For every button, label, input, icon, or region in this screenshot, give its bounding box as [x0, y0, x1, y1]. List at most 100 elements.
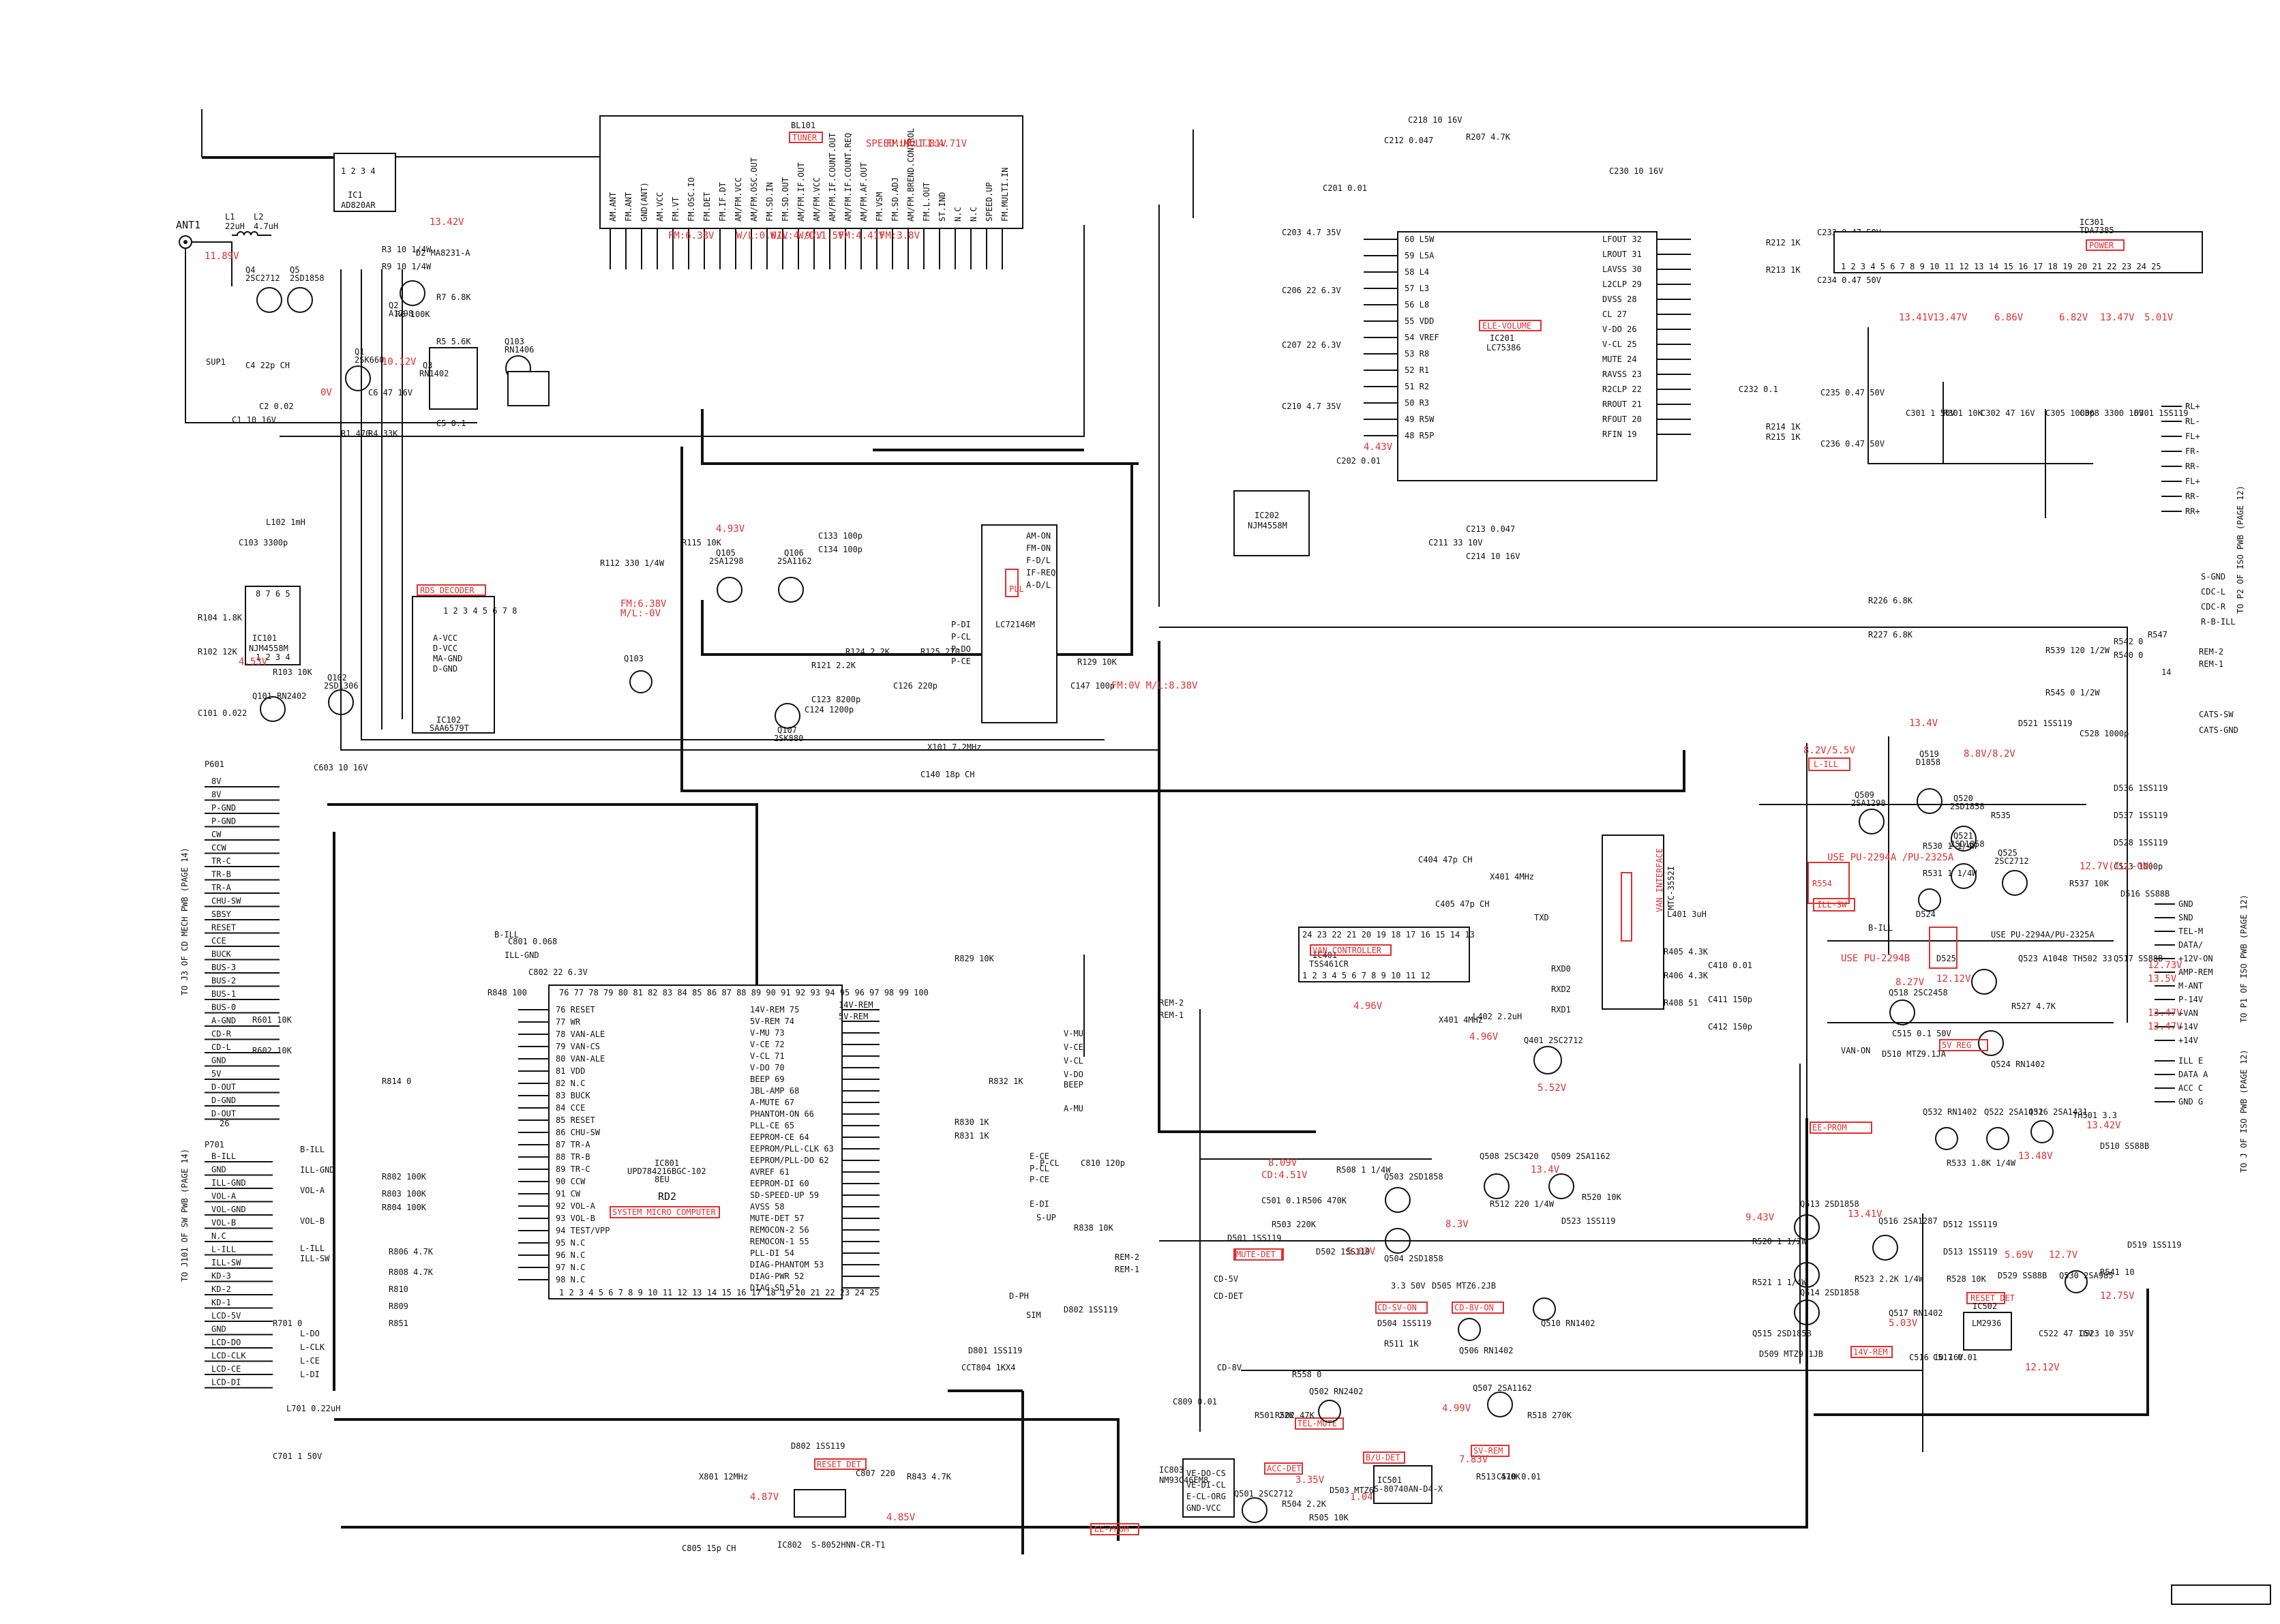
svg-text:5.52V: 5.52V: [1537, 1083, 1567, 1094]
ele-volume-pin: 59 L5A: [1405, 251, 1435, 260]
svg-text:L-DI: L-DI: [300, 1370, 320, 1379]
tuner-pin-label: FM.ANT: [624, 192, 633, 222]
p601-pin: BUS-1: [211, 989, 236, 999]
svg-text:C214 10 16V: C214 10 16V: [1466, 552, 1520, 561]
ele-volume-box: [1397, 231, 1657, 481]
micro-left-pin: 79 VAN-CS: [556, 1042, 600, 1051]
micro-right-pin: REMOCON-2 56: [750, 1225, 809, 1235]
ele-volume-pin: 53 R8: [1405, 349, 1429, 359]
svg-text:Q520: Q520: [1953, 794, 1973, 803]
p601-pin: CD-R: [211, 1029, 232, 1039]
svg-text:C123 8200p: C123 8200p: [811, 695, 860, 704]
svg-text:2SD1858: 2SD1858: [1950, 802, 1985, 811]
svg-text:C405 47p CH: C405 47p CH: [1435, 899, 1489, 909]
tuner-pin-label: FM.MULTI.IN: [1000, 168, 1010, 222]
svg-text:ILL-GND: ILL-GND: [300, 1165, 335, 1175]
p701-pin: VOL-GND: [211, 1205, 246, 1214]
svg-text:C805 15p CH: C805 15p CH: [682, 1544, 736, 1553]
conn-top-pin: FL+: [2185, 432, 2200, 441]
svg-text:R503 220K: R503 220K: [1272, 1220, 1317, 1229]
svg-text:D-PH: D-PH: [1009, 1291, 1029, 1301]
micro-right-pin: EEPROM/PLL-CLK 63: [750, 1144, 834, 1154]
pll-box: [981, 524, 1058, 723]
svg-text:R809: R809: [389, 1302, 408, 1311]
svg-text:R520 10K: R520 10K: [1582, 1192, 1622, 1202]
svg-text:CATS-GND: CATS-GND: [2199, 725, 2238, 735]
svg-text:R810: R810: [389, 1284, 408, 1294]
svg-text:D802 1SS119: D802 1SS119: [1064, 1305, 1118, 1314]
svg-text:D525: D525: [1936, 954, 1956, 963]
svg-text:C516 10 16V: C516 10 16V: [1909, 1353, 1963, 1362]
conn-bot-pin: ILL E: [2178, 1056, 2203, 1066]
ele-volume-pin: 56 L8: [1405, 300, 1429, 310]
svg-text:LC72146M: LC72146M: [995, 620, 1035, 629]
svg-text:R214 1K: R214 1K: [1766, 422, 1801, 432]
svg-text:R408 51: R408 51: [1664, 998, 1698, 1008]
power-ic-section: IC301 TDA7385 POWER 1 2 3 4 5 6 7 8 9 10…: [1833, 217, 2245, 640]
svg-text:C207 22 6.3V: C207 22 6.3V: [1282, 340, 1341, 350]
svg-text:Q5: Q5: [290, 265, 299, 275]
svg-text:R531 1 1/4W: R531 1 1/4W: [1923, 869, 1977, 878]
svg-text:24 23 22 21 20 19 18 17 16 15: 24 23 22 21 20 19 18 17 16 15 14 13: [1302, 930, 1475, 939]
svg-text:R406 4.3K: R406 4.3K: [1664, 971, 1709, 980]
svg-text:R518 270K: R518 270K: [1527, 1411, 1572, 1420]
svg-text:14: 14: [2161, 667, 2171, 677]
svg-text:POWER: POWER: [2089, 241, 2114, 250]
svg-text:D519 1SS119: D519 1SS119: [2127, 1240, 2181, 1250]
p601-pin: CHU-SW: [211, 897, 241, 906]
micro-right-pin: V-MU 73: [750, 1028, 785, 1038]
svg-text:Q518 2SC2458: Q518 2SC2458: [1889, 988, 1948, 997]
svg-text:D529 SS88B: D529 SS88B: [1998, 1271, 2047, 1280]
svg-text:13.42V: 13.42V: [2086, 1120, 2121, 1131]
svg-text:2SA1298: 2SA1298: [1851, 798, 1886, 808]
tuner-pin-label: AM/FM.IF.COUNT.OUT: [828, 133, 837, 222]
svg-text:1 2 3 4 5 6 7 8 9 10 11 12 13: 1 2 3 4 5 6 7 8 9 10 11 12 13 14 15 16 1…: [1841, 262, 2161, 271]
svg-text:A-MU: A-MU: [1064, 1104, 1083, 1113]
micro-section: IC801 UPD784216BGC-102 8EU RD2 SYSTEM MI…: [487, 930, 1184, 1372]
micro-right-pin: MUTE-DET 57: [750, 1214, 804, 1223]
svg-text:2SK660: 2SK660: [355, 355, 384, 365]
svg-text:Q513 2SD1858: Q513 2SD1858: [1800, 1199, 1859, 1209]
svg-text:D528 1SS119: D528 1SS119: [2114, 838, 2168, 847]
svg-text:R808 4.7K: R808 4.7K: [389, 1267, 434, 1277]
p701-pin: VOL-A: [211, 1192, 237, 1201]
micro-left-pin: 94 TEST/VPP: [556, 1226, 610, 1235]
svg-text:D-VCC: D-VCC: [433, 644, 457, 653]
svg-text:V-CE: V-CE: [1064, 1042, 1083, 1052]
svg-text:TO P2 OF ISO PWB (PAGE 12): TO P2 OF ISO PWB (PAGE 12): [2236, 485, 2245, 614]
svg-text:C203 4.7 35V: C203 4.7 35V: [1282, 228, 1341, 237]
svg-text:R527 4.7K: R527 4.7K: [2011, 1002, 2056, 1011]
svg-text:RDS DECODER: RDS DECODER: [420, 586, 475, 595]
svg-text:8EU: 8EU: [655, 1175, 670, 1184]
p701-pin: B-ILL: [211, 1152, 236, 1161]
tuner-pin-label: AM/FM.AF.OUT: [859, 162, 869, 222]
svg-text:B-ILL: B-ILL: [300, 1145, 325, 1154]
svg-text:C501 0.1: C501 0.1: [1261, 1196, 1301, 1205]
conn-mid-pin: P-14V: [2178, 995, 2203, 1004]
svg-text:12.7V(ILL-ON): 12.7V(ILL-ON): [2080, 861, 2155, 872]
pll-pin-label: AM-ON: [1026, 531, 1051, 541]
svg-text:4.93V: 4.93V: [716, 524, 745, 535]
svg-text:GND-VCC: GND-VCC: [1186, 1503, 1221, 1513]
svg-text:R701 0: R701 0: [273, 1319, 302, 1328]
svg-text:C236 0.47 50V: C236 0.47 50V: [1820, 439, 1885, 449]
svg-text:LM2936: LM2936: [1972, 1319, 2001, 1328]
svg-text:14V-REM: 14V-REM: [839, 1000, 873, 1010]
svg-text:L401 3uH: L401 3uH: [1667, 909, 1707, 919]
svg-text:BL101: BL101: [791, 121, 815, 130]
p701-pin: LCD-CE: [211, 1364, 241, 1374]
svg-text:9.43V: 9.43V: [1745, 1212, 1775, 1223]
svg-text:REM-1: REM-1: [2199, 659, 2223, 669]
svg-text:CATS-SW: CATS-SW: [2199, 710, 2234, 719]
svg-text:R506 470K: R506 470K: [1302, 1196, 1347, 1205]
micro-right-pin: DIAG-PWR 52: [750, 1272, 804, 1281]
svg-text:13.47V: 13.47V: [2100, 312, 2135, 323]
svg-text:RXD1: RXD1: [1551, 1005, 1571, 1014]
micro-left-pin: 92 VOL-A: [556, 1201, 596, 1211]
svg-text:11.89V: 11.89V: [205, 251, 239, 262]
svg-text:C147 100p: C147 100p: [1070, 681, 1115, 691]
svg-text:R226 6.8K: R226 6.8K: [1868, 596, 1913, 605]
svg-text:0V: 0V: [320, 387, 332, 398]
svg-text:1 2 3 4 5 6 7 8 9 10 11 12: 1 2 3 4 5 6 7 8 9 10 11 12: [1302, 971, 1430, 980]
p601-pin: TR-B: [211, 870, 231, 879]
